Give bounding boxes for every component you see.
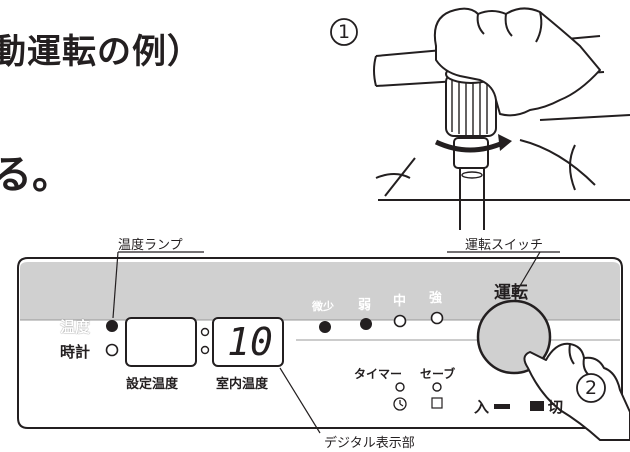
fan-lamp-mid (393, 314, 407, 328)
clock-icon (393, 397, 407, 411)
control-panel-frame (17, 257, 623, 429)
off-label: 切 (548, 398, 564, 416)
room-temp-label: 室内温度 (216, 377, 269, 392)
lamp-clock-label: 時計 (60, 343, 91, 361)
step-2-marker (576, 373, 606, 403)
on-label: 入 (474, 398, 490, 416)
callout-temp-lamp: 温度ランプ (118, 238, 183, 253)
on-indicator-bar (494, 404, 510, 409)
step-1-digit: 1 (337, 21, 351, 43)
step-2-digit: 2 (584, 377, 598, 399)
save-icon (431, 397, 443, 409)
callout-lines (112, 251, 560, 434)
save-label: セーブ (420, 367, 456, 381)
temp-lamp (106, 320, 118, 332)
timer-lamp (395, 382, 405, 392)
off-indicator-square (530, 401, 544, 411)
instruction-heading: 動運転の例） (0, 32, 202, 72)
fan-lamp-micro (319, 321, 331, 333)
save-lamp (432, 382, 442, 392)
room-temp-display (212, 317, 284, 367)
fan-label-micro: 微少 (312, 300, 334, 313)
hand-icon (433, 7, 601, 117)
callout-digital-display: デジタル表示部 (324, 436, 415, 451)
set-temp-display (125, 317, 197, 367)
step-1-marker (330, 18, 358, 46)
instruction-text: る。 (0, 152, 72, 198)
callout-run-switch: 運転スイッチ (465, 238, 544, 253)
fan-label-high: 強 (429, 291, 443, 306)
lamp-temp-label: 温度 (60, 318, 91, 336)
timer-label: タイマー (354, 367, 403, 381)
run-button-label: 運転 (494, 283, 528, 303)
fan-label-mid: 中 (393, 294, 407, 309)
set-temp-label: 設定温度 (126, 377, 179, 392)
rotation-arrow-icon (434, 134, 512, 153)
clock-lamp (105, 343, 119, 357)
fan-lamp-low (360, 318, 372, 330)
fan-label-low: 弱 (358, 298, 372, 313)
display-switch-dots (200, 327, 210, 355)
fan-lamp-high (430, 311, 444, 325)
room-temp-value: 10 (227, 320, 273, 364)
